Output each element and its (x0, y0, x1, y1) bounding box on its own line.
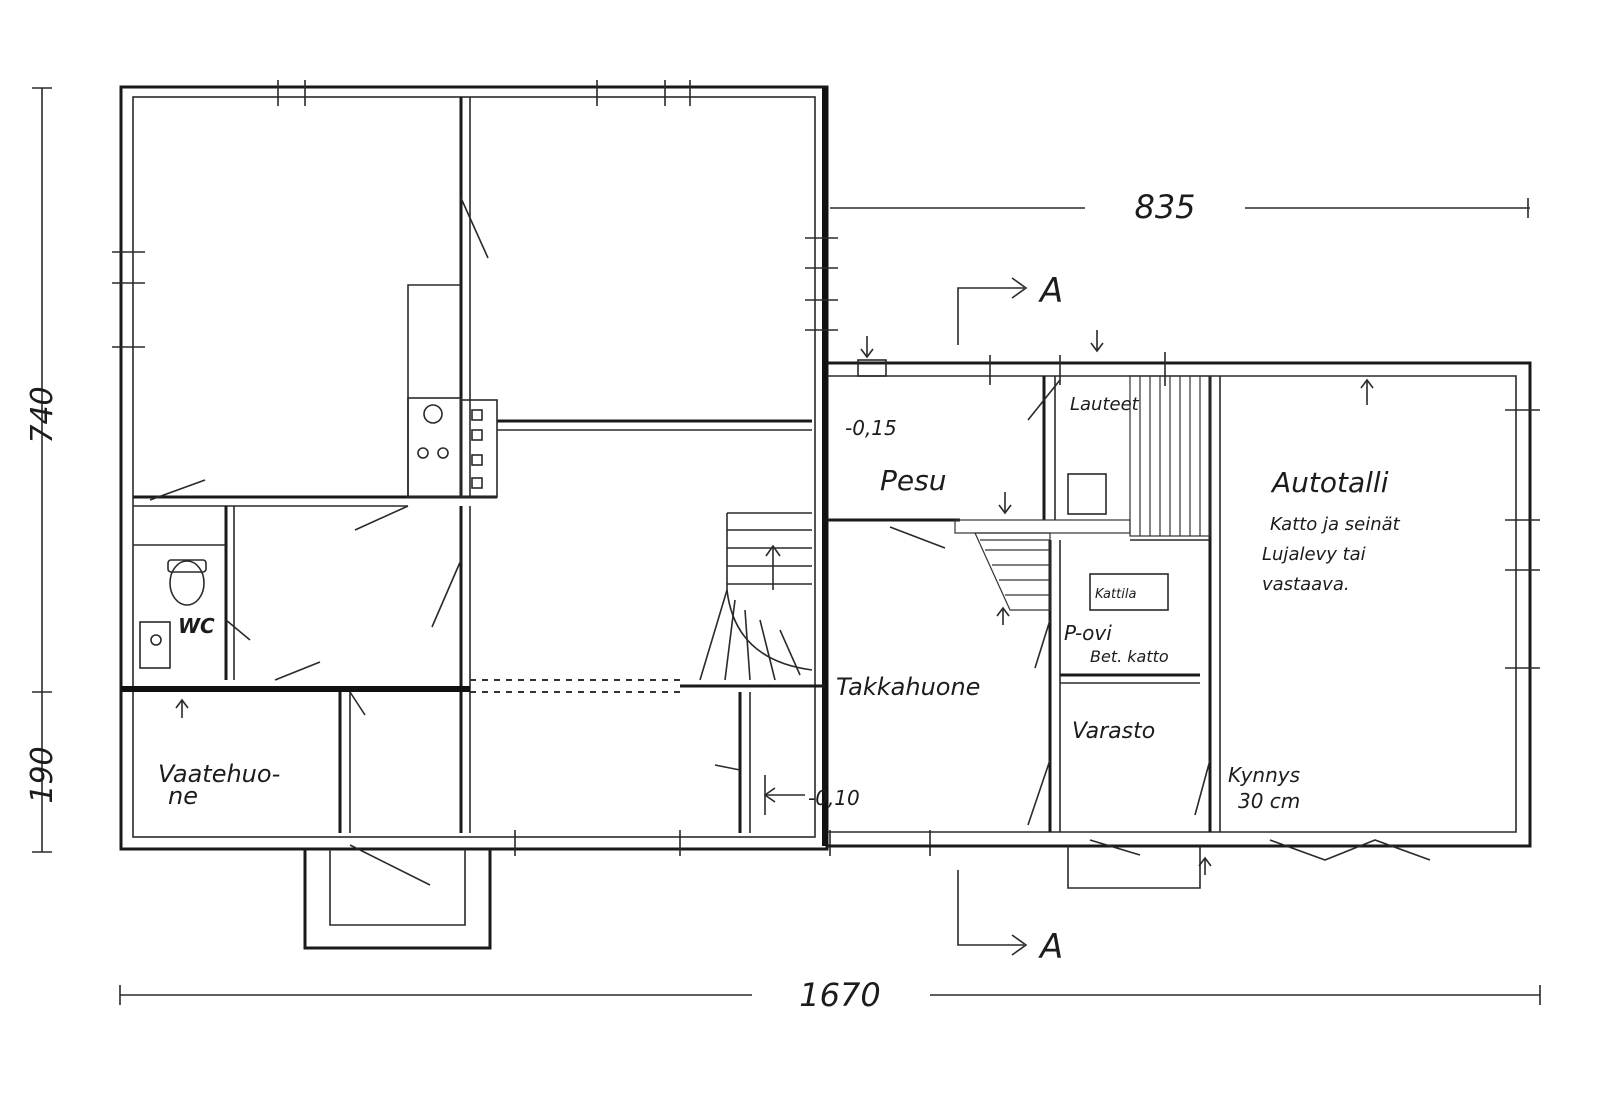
autotalli-note-3: vastaava. (1262, 574, 1350, 595)
door-swings (149, 197, 741, 886)
room-label-takkahuone: Takkahuone (836, 673, 980, 701)
dimension-label-1670: 1670 (799, 976, 880, 1014)
label-kynnys: Kynnys (1228, 763, 1300, 787)
garage-window-marks (989, 352, 1540, 669)
boiler-box (1089, 573, 1169, 611)
room-label-vaatehuone-2: ne (168, 782, 198, 810)
room-label-kattila: Kattila (1095, 587, 1136, 602)
wing-outer-walls (822, 361, 1532, 848)
room-label-pesu: Pesu (880, 464, 946, 497)
garage-porch (1067, 846, 1201, 889)
room-label-vaatehuone-1: Vaatehuo- (158, 760, 280, 788)
entrance-arrow-wc (175, 698, 189, 718)
section-label-bottom: A (1038, 927, 1063, 967)
kitchen-counter (407, 284, 498, 498)
level-label-pesu: -0,15 (845, 416, 897, 440)
window-marks (112, 80, 838, 348)
wing-interior-walls (827, 376, 1221, 832)
dimension-horizontal-835: 835 (830, 188, 1530, 226)
dimension-label-190: 190 (25, 746, 60, 803)
wing-door-swings (889, 379, 1431, 861)
room-label-varasto: Varasto (1072, 719, 1155, 744)
entrance-porch (303, 849, 492, 950)
entry-arrows (763, 330, 1374, 875)
section-label-top: A (1038, 271, 1063, 311)
room-label-wc: WC (178, 614, 215, 638)
autotalli-note-2: Lujalevy tai (1262, 544, 1366, 565)
room-label-autotalli: Autotalli (1270, 466, 1389, 499)
sauna-bench-hatch (974, 375, 1211, 611)
lower-window-marks (514, 830, 931, 856)
room-label-bet-katto: Bet. katto (1090, 647, 1169, 666)
house-outer-walls (119, 85, 829, 851)
room-label-p-ovi: P-ovi (1064, 621, 1112, 645)
section-marker-a: A A (957, 271, 1063, 967)
dimension-vertical-190: 190 (25, 692, 60, 853)
wc-fixtures (133, 544, 226, 669)
staircase (699, 512, 813, 681)
dimension-horizontal-1670: 1670 (119, 976, 1541, 1014)
dimension-label-835: 835 (1134, 188, 1195, 226)
level-label-takkahuone: -0,10 (808, 786, 860, 810)
room-label-lauteet: Lauteet (1070, 394, 1140, 415)
dimension-label-740: 740 (25, 386, 60, 443)
dimension-vertical-740: 740 (25, 87, 60, 693)
autotalli-note-1: Katto ja seinät (1270, 514, 1401, 535)
label-kynnys-30cm: 30 cm (1238, 789, 1300, 813)
